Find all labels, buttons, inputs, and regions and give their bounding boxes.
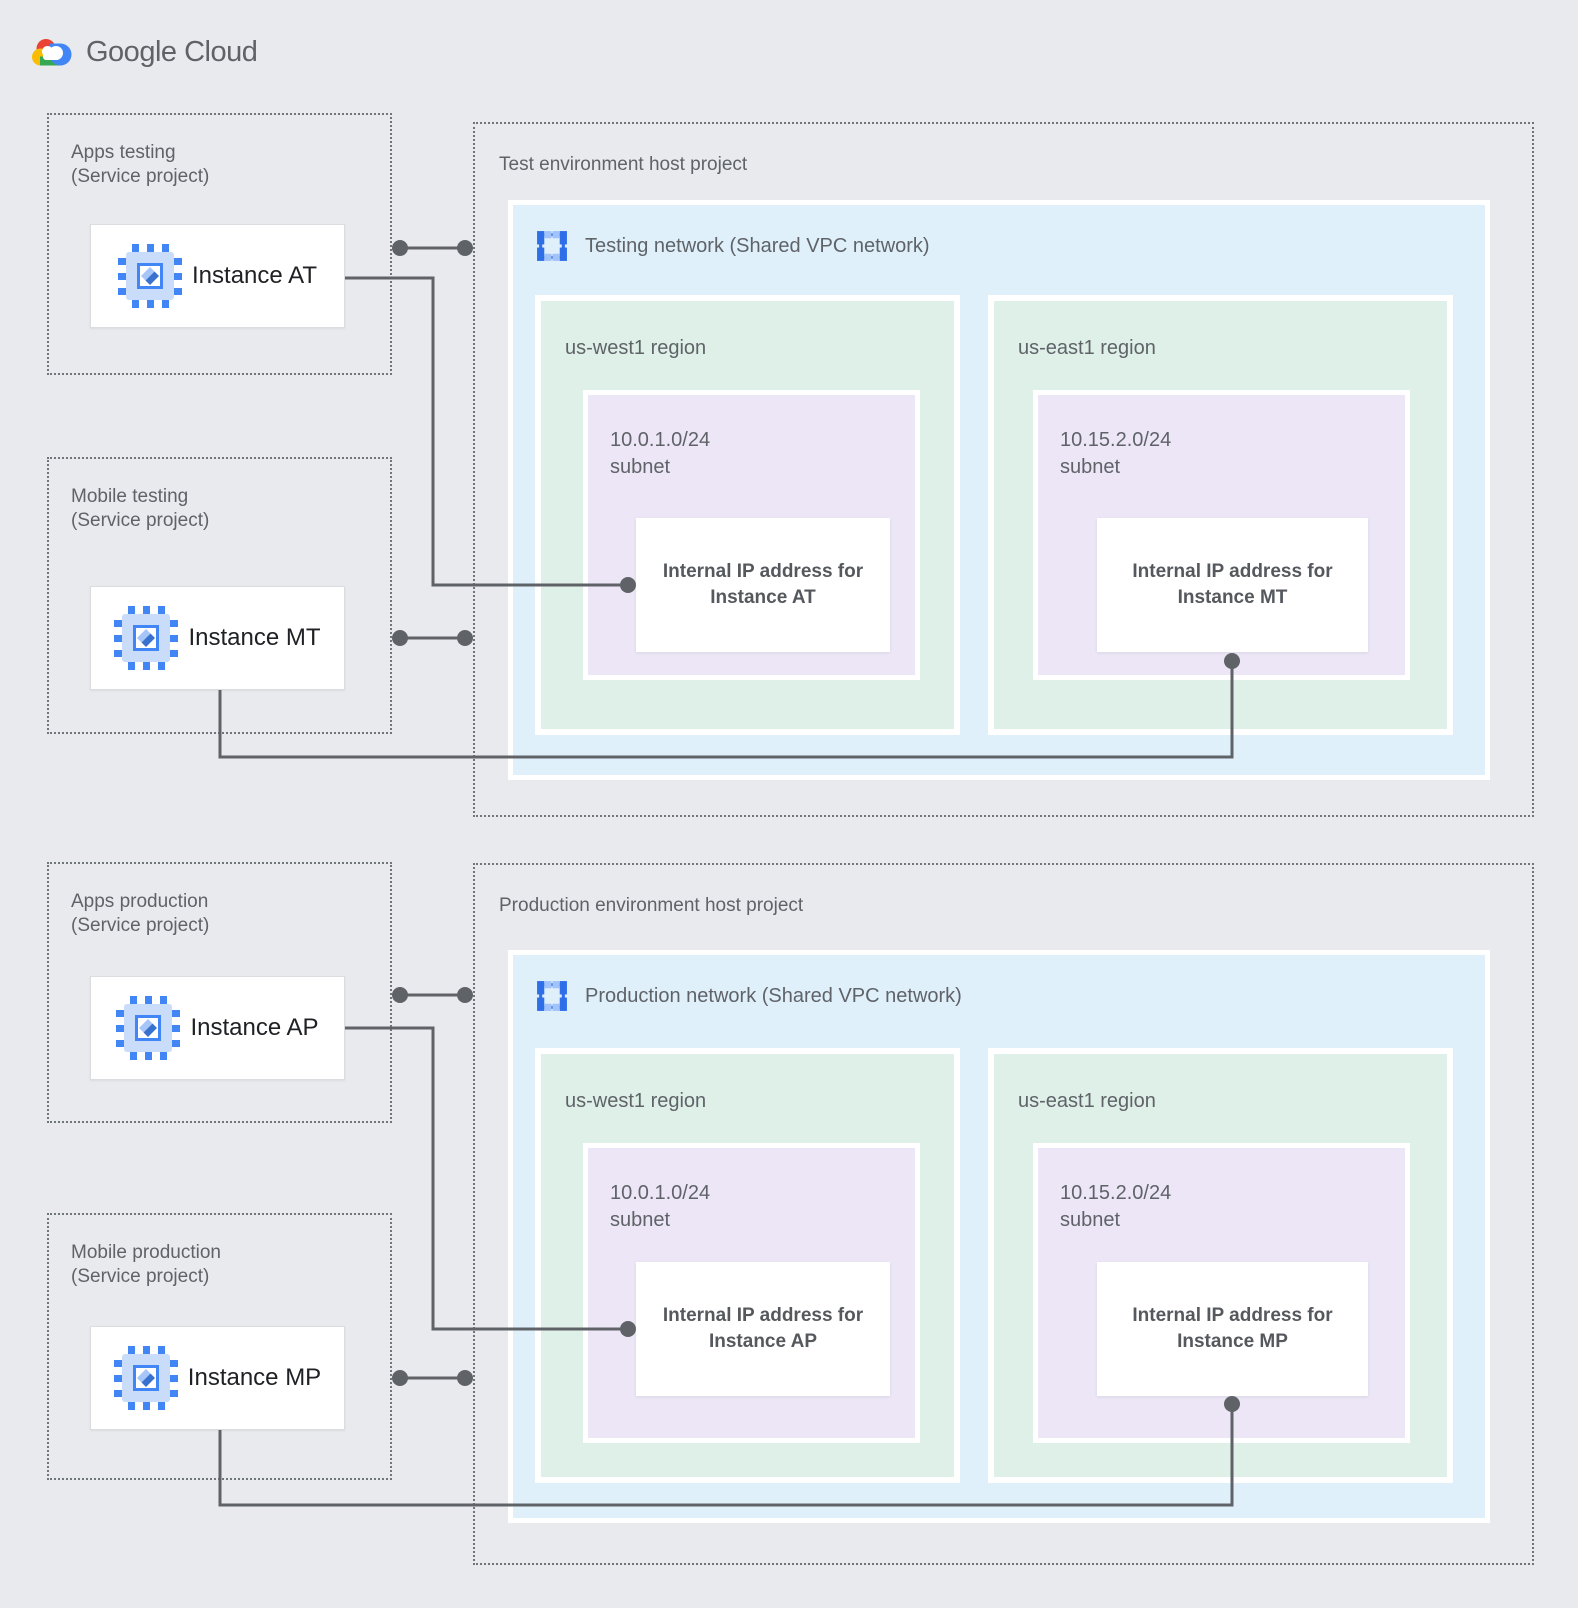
subnet-label: 10.15.2.0/24 subnet [1060,1182,1172,1231]
host-project-title: Test environment host project [499,154,748,175]
instance-mt-card: Instance MT [90,586,345,690]
subnet-label: 10.0.1.0/24 subnet [610,429,711,478]
service-project-title: Apps testing (Service project) [71,142,210,187]
service-project-apps-testing: Apps testing (Service project) [47,113,392,375]
service-project-title: Mobile production (Service project) [71,1242,221,1287]
compute-engine-icon [118,244,183,308]
instance-label: Instance MP [187,1364,322,1391]
instance-mp-card: Instance MP [90,1326,345,1430]
network-label: Production network (Shared VPC network) [585,984,962,1007]
host-project-title: Production environment host project [499,895,804,916]
service-project-apps-production: Apps production (Service project) [47,862,392,1123]
service-project-title: Mobile testing (Service project) [71,486,210,531]
region-label: us-east1 region [1018,337,1156,359]
region-label: us-west1 region [565,1090,707,1112]
network-label: Testing network (Shared VPC network) [585,234,930,257]
region-label: us-east1 region [1018,1090,1156,1112]
instance-at-card: Instance AT [90,224,345,328]
google-cloud-logo-icon [30,34,74,71]
vpc-network-icon [535,229,569,263]
subnet-label: 10.0.1.0/24 subnet [610,1182,711,1231]
compute-engine-icon [116,996,181,1060]
instance-label: Instance AT [192,262,317,289]
subnet-label: 10.15.2.0/24 subnet [1060,429,1172,478]
service-project-title: Apps production (Service project) [71,891,210,936]
compute-engine-icon [114,606,179,670]
vpc-network-icon [535,979,569,1013]
instance-ap-card: Instance AP [90,976,345,1080]
logo-wordmark: Google Cloud [86,36,258,68]
compute-engine-icon [113,1346,178,1410]
service-project-mobile-production: Mobile production (Service project) [47,1213,392,1480]
google-cloud-logo: Google Cloud [30,34,258,71]
region-label: us-west1 region [565,337,707,359]
instance-label: Instance MT [188,624,321,651]
instance-label: Instance AP [190,1014,319,1041]
